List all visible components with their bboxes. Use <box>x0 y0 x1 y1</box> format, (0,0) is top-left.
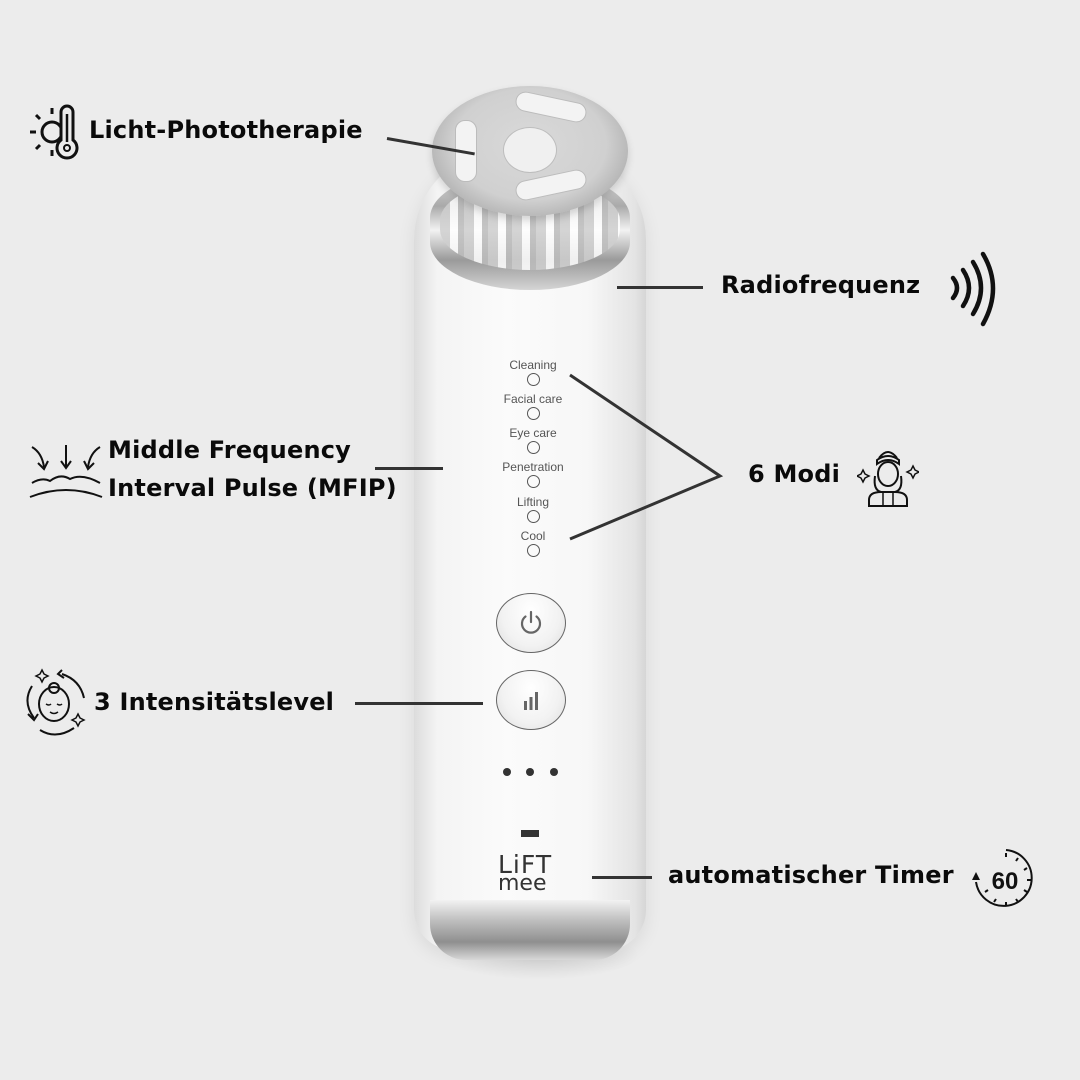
mode-label: Lifting <box>516 495 550 509</box>
intensity-button[interactable] <box>496 670 566 730</box>
face-cycle-icon <box>26 668 86 736</box>
mode-facial-care: Facial care <box>480 392 586 420</box>
mode-led-indicator <box>526 441 540 454</box>
mode-penetration: Penetration <box>480 460 586 488</box>
mfip-label-line2: Interval Pulse (MFIP) <box>108 474 397 502</box>
power-button[interactable] <box>496 593 566 653</box>
radiofrequency-label: Radiofrequenz <box>721 271 921 299</box>
device-chrome-base <box>430 900 630 960</box>
woman-sparkle-icon <box>857 451 919 507</box>
brand-logo-bottom: mee <box>498 871 547 897</box>
stopwatch-icon: 60 <box>972 849 1033 907</box>
mode-cool: Cool <box>480 529 586 557</box>
center-electrode <box>503 127 557 173</box>
callout-line-intensity <box>355 702 483 705</box>
brand-logo-top: LiFT <box>498 850 553 879</box>
intensity-label: 3 Intensitätslevel <box>94 688 335 716</box>
mode-label: Eye care <box>509 426 557 440</box>
mode-label: Cleaning <box>509 358 557 372</box>
sun-thermometer-icon <box>30 104 79 160</box>
callout-lines-modes <box>569 373 724 541</box>
modes-label: 6 Modi <box>748 460 841 488</box>
power-icon <box>520 610 542 634</box>
brand-logo: LiFT mee <box>498 850 564 897</box>
mode-label: Facial care <box>503 392 563 406</box>
mode-led-indicator <box>526 407 540 420</box>
callout-line-timer <box>592 876 652 879</box>
mode-lifting: Lifting <box>480 495 586 523</box>
pressure-waves-icon <box>29 445 103 498</box>
mode-led-indicator <box>526 373 540 386</box>
mode-cleaning: Cleaning <box>480 358 586 386</box>
mode-led-indicator <box>526 510 540 523</box>
mode-label: Penetration <box>502 460 564 474</box>
callout-line-rf <box>617 286 703 289</box>
mode-eye-care: Eye care <box>480 426 586 454</box>
intensity-level-dot <box>503 768 511 776</box>
intensity-level-dot <box>526 768 534 776</box>
intensity-level-dot <box>550 768 558 776</box>
timer-value: 60 <box>992 868 1019 895</box>
mode-led-indicator <box>526 544 540 557</box>
mode-label: Cool <box>520 529 546 543</box>
mfip-label-line1: Middle Frequency <box>108 436 352 464</box>
callout-line-mfip <box>375 467 443 470</box>
light-therapy-label: Licht-Phototherapie <box>89 116 363 144</box>
mode-led-indicator <box>526 475 540 488</box>
charging-indicator <box>521 830 539 837</box>
radio-waves-icon <box>950 251 996 327</box>
timer-label: automatischer Timer <box>668 861 954 889</box>
signal-bars-icon <box>524 692 538 710</box>
